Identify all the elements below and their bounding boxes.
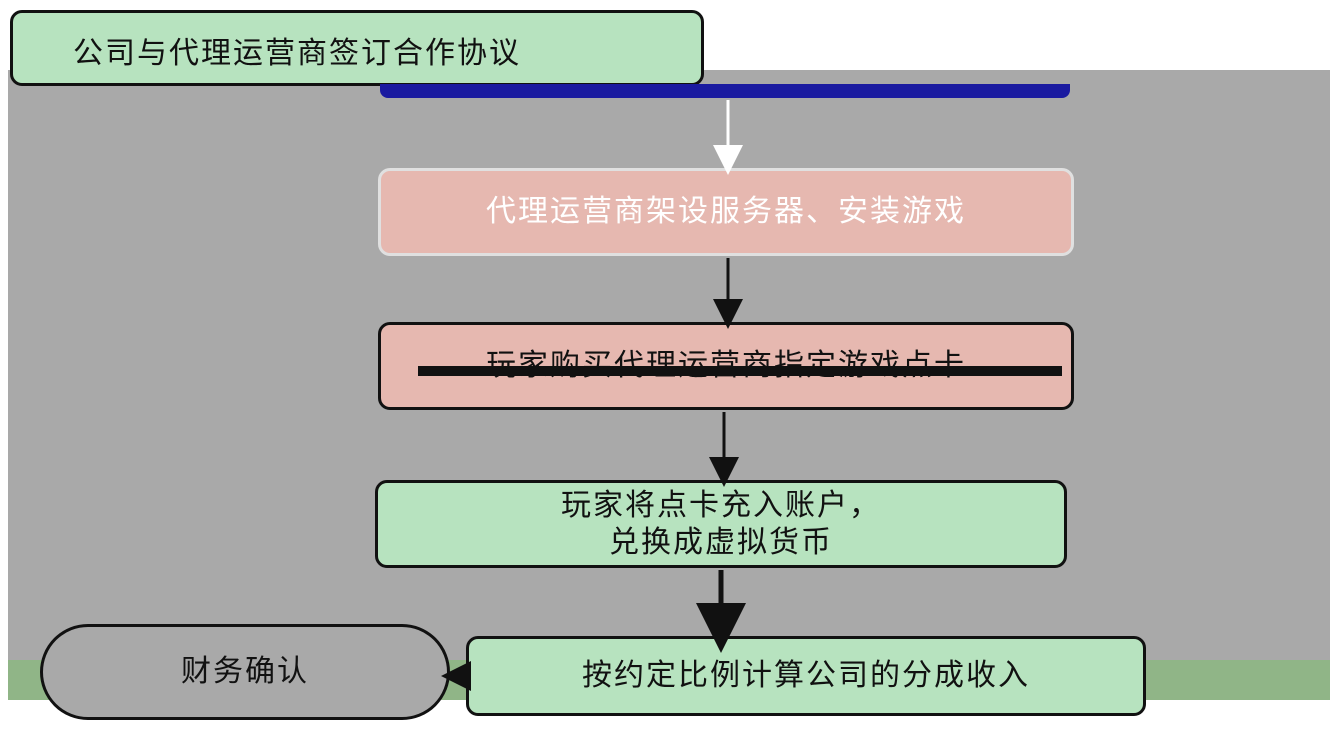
step-6-label: 财务确认 [181,654,309,690]
step-2-label: 代理运营商架设服务器、安装游戏 [486,194,966,230]
step-4-label: 玩家将点卡充入账户， 兑换成虚拟货币 [561,487,881,561]
step-1-box: 公司与代理运营商签订合作协议 [10,10,704,86]
step-1-bottom-bar [380,84,1070,98]
step-5-label: 按约定比例计算公司的分成收入 [582,658,1030,694]
step-2-box: 代理运营商架设服务器、安装游戏 [378,168,1074,256]
step-3-label: 玩家购买代理运营商指定游戏点卡 [486,347,966,385]
step-1-label: 公司与代理运营商签订合作协议 [73,36,521,71]
step-3-strike [418,366,1062,376]
step-6-ellipse: 财务确认 [40,624,450,720]
step-4-box: 玩家将点卡充入账户， 兑换成虚拟货币 [375,480,1067,568]
step-5-box: 按约定比例计算公司的分成收入 [466,636,1146,716]
